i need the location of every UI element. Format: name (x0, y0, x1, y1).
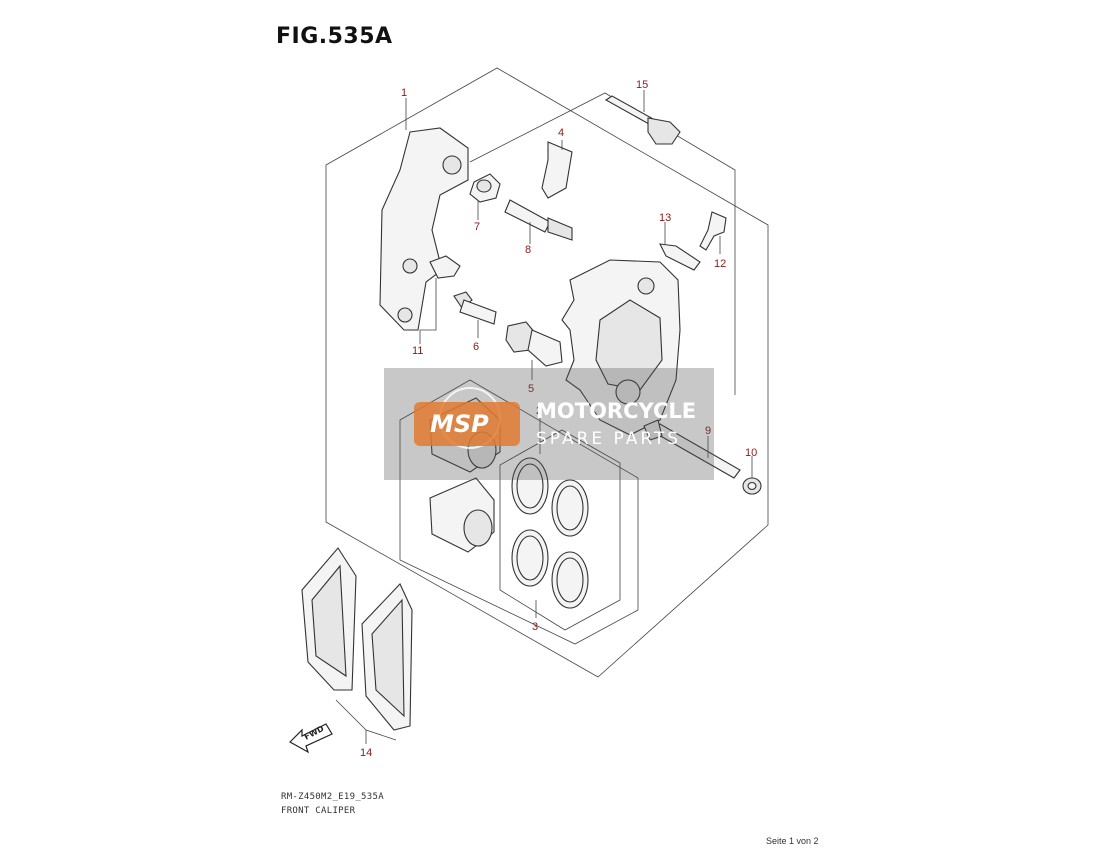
part-plate-13[interactable] (659, 243, 701, 271)
callout-9: 9 (705, 425, 711, 437)
callout-13: 13 (659, 212, 671, 224)
callout-8: 8 (525, 244, 531, 256)
part-bracket[interactable] (379, 127, 469, 331)
part-pads-14[interactable] (301, 547, 413, 731)
callout-11: 11 (412, 345, 423, 357)
watermark-logo: MSP (430, 410, 489, 438)
part-pin-5[interactable] (505, 321, 563, 367)
watermark: MSP MOTORCYCLE SPARE PARTS (384, 368, 714, 480)
callout-12: 12 (714, 258, 726, 270)
callout-2: 2 (536, 405, 542, 417)
part-bolt-15[interactable] (604, 95, 681, 145)
part-retainer-11[interactable] (429, 255, 461, 279)
part-bleeder-12[interactable] (699, 211, 727, 251)
part-caliper-body[interactable] (561, 259, 681, 436)
callout-1: 1 (401, 87, 407, 99)
part-boot-7[interactable] (469, 173, 501, 203)
figure-code: RM-Z450M2_E19_535A (281, 792, 384, 802)
part-pin-8[interactable] (504, 199, 573, 241)
callout-10: 10 (745, 447, 757, 459)
forward-arrow-icon: FWD (289, 723, 333, 754)
part-clip-4[interactable] (541, 141, 573, 199)
part-pin-6[interactable] (453, 291, 497, 325)
callout-3: 3 (532, 621, 538, 633)
callout-7: 7 (474, 221, 480, 233)
leader-lines (335, 90, 753, 744)
callout-6: 6 (473, 341, 479, 353)
callout-14: 14 (360, 747, 372, 759)
seal-kit-frame (399, 379, 639, 645)
callout-4: 4 (558, 127, 564, 139)
callout-5: 5 (528, 383, 534, 395)
figure-title: FIG.535A (276, 24, 393, 49)
part-plug-10[interactable] (742, 477, 762, 495)
part-pin-9[interactable] (643, 419, 741, 479)
page-indicator: Seite 1 von 2 (766, 836, 819, 846)
watermark-line2: SPARE PARTS (536, 429, 681, 449)
part-seals-3[interactable] (511, 457, 589, 609)
watermark-line1: MOTORCYCLE (536, 399, 696, 423)
outer-frame (325, 67, 769, 678)
figure-name: FRONT CALIPER (281, 806, 356, 816)
callout-15: 15 (636, 79, 648, 91)
